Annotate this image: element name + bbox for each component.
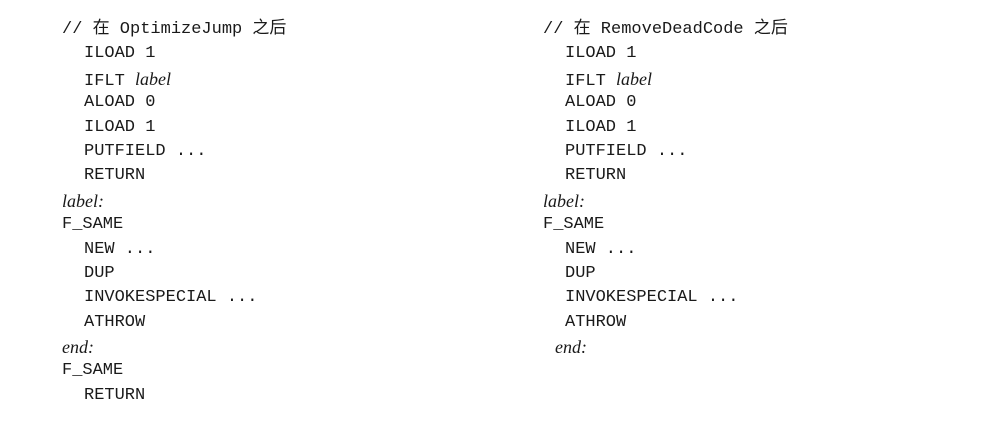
code-line: RETURN xyxy=(84,166,146,186)
code-line: DUP xyxy=(84,263,115,283)
code-line: NEW ... xyxy=(565,239,637,259)
comment-line: // 在 RemoveDeadCode 之后 xyxy=(543,20,788,39)
code-line: ALOAD 0 xyxy=(565,93,637,113)
code-line: RETURN xyxy=(84,385,146,405)
code-line: ILOAD 1 xyxy=(565,44,637,64)
code-line: ILOAD 1 xyxy=(565,117,637,137)
label-line: label: xyxy=(543,190,585,211)
code-line: ATHROW xyxy=(565,312,627,332)
code-line: INVOKESPECIAL ... xyxy=(565,288,739,308)
label-reference: label xyxy=(135,68,172,89)
label-line: label: xyxy=(62,190,104,211)
right-code-column: // 在 RemoveDeadCode 之后 ILOAD 1 IFLT labe… xyxy=(543,18,788,359)
code-line: IFLT label xyxy=(84,68,172,91)
code-line: ILOAD 1 xyxy=(84,44,156,64)
code-line: ATHROW xyxy=(84,312,146,332)
code-line: PUTFIELD ... xyxy=(565,141,688,161)
label-line: end: xyxy=(62,337,94,358)
code-line: IFLT label xyxy=(565,68,653,91)
code-line: ALOAD 0 xyxy=(84,93,156,113)
code-line: NEW ... xyxy=(84,239,156,259)
code-line: INVOKESPECIAL ... xyxy=(84,288,258,308)
code-line: PUTFIELD ... xyxy=(84,141,207,161)
frame-line: F_SAME xyxy=(543,215,605,235)
comment-line: // 在 OptimizeJump 之后 xyxy=(62,20,287,39)
left-code-column: // 在 OptimizeJump 之后 ILOAD 1 IFLT label … xyxy=(62,18,286,408)
code-line: RETURN xyxy=(565,166,627,186)
frame-line: F_SAME xyxy=(62,361,124,381)
code-line: DUP xyxy=(565,263,596,283)
label-reference: label xyxy=(616,68,653,89)
label-line: end: xyxy=(555,337,587,358)
code-line: ILOAD 1 xyxy=(84,117,156,137)
frame-line: F_SAME xyxy=(62,215,124,235)
